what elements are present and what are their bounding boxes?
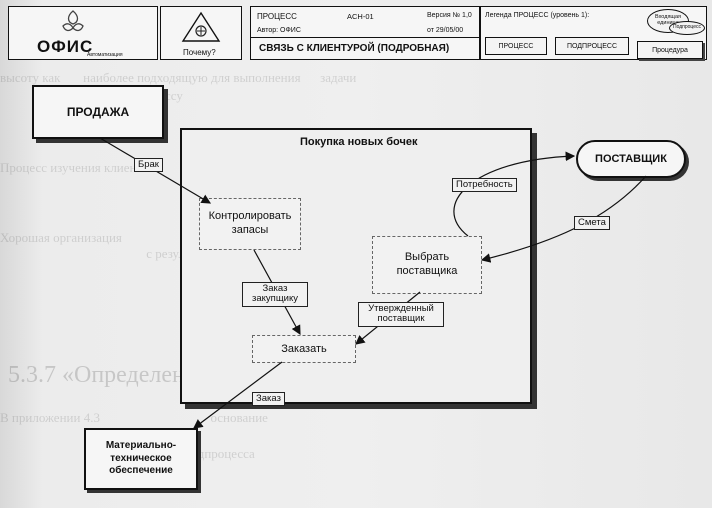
logo-mark-icon [62,10,84,32]
date-label: от 29/05/00 [427,27,464,34]
legend-box: Легенда ПРОЦЕСС (уровень 1): Входящая ед… [480,6,707,60]
legend-process-button[interactable]: ПРОЦЕСС [485,37,547,55]
flow-need [453,151,576,237]
logo-text: ОФИС [37,37,94,56]
legend-procedure-button[interactable]: Процедура [637,41,703,59]
flow-label-order: Заказ [252,392,285,407]
choose-supplier-node[interactable]: Выбрать поставщика [372,236,482,294]
why-label: Почему? [183,48,216,57]
logo-subtitle: Автоматизация [87,52,123,58]
flow-label-need: Потребность [452,178,517,193]
flow-label-estimate: Смета [574,216,610,231]
flow-label-approved: Утвержденный поставщик [358,302,444,327]
legend-subprocess-oval: Подпроцесс [669,21,705,35]
check-stock-node[interactable]: Контролировать запасы [199,198,301,250]
author-label: Автор: ОФИС [257,27,301,34]
order-node[interactable]: Заказать [252,335,356,363]
process-title: СВЯЗЬ С КЛИЕНТУРОЙ (ПОДРОБНАЯ) [259,43,450,54]
process-info-box: ПРОЦЕСС ACH-01 Версия № 1,0 Автор: ОФИС … [250,6,480,60]
supplier-node[interactable]: ПОСТАВЩИК [576,140,686,178]
triangle-logo-icon [181,11,221,42]
sale-node[interactable]: ПРОДАЖА [32,85,164,139]
version-label: Версия № 1,0 [427,12,472,19]
bleed-line: высоту как наиболее подходящую для выпол… [0,70,357,85]
process-code: ACH-01 [347,12,374,21]
legend-subprocess-button[interactable]: ПОДПРОЦЕСС [555,37,629,55]
flow-label-defect: Брак [134,158,163,173]
why-button[interactable]: Почему? [160,6,242,60]
mto-node[interactable]: Материально-техническое обеспечение [84,428,198,490]
header-divider [251,37,479,38]
flow-label-order-buyer: Заказ закупщику [242,282,308,307]
process-label: ПРОЦЕСС [257,12,297,21]
subprocess-title: Покупка новых бочек [300,136,418,148]
flow-order [193,361,283,429]
legend-title: Легенда ПРОЦЕСС (уровень 1): [485,12,590,19]
logo-box: ОФИС Автоматизация [8,6,158,60]
